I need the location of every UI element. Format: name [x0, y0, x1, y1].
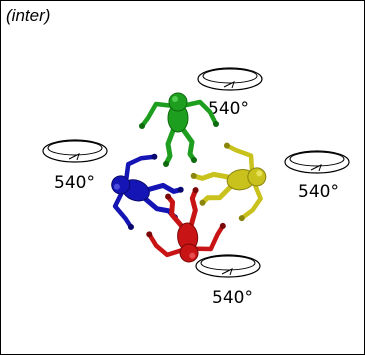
angle-label-top: 540° [208, 99, 249, 119]
rotation-icon-right [284, 150, 350, 174]
hand [127, 223, 134, 230]
right-leg [179, 125, 197, 163]
hand [219, 222, 226, 229]
hand [139, 123, 145, 129]
right-arm [239, 179, 263, 221]
left-arm [224, 143, 255, 176]
foot [191, 157, 197, 163]
rotation-icon-bottom [195, 254, 261, 278]
hand [146, 231, 153, 238]
head [168, 92, 188, 112]
angle-label-bottom: 540° [212, 288, 253, 308]
right-arm [123, 154, 157, 185]
head-highlight [256, 170, 263, 177]
figure-red [146, 187, 226, 263]
right-leg [144, 182, 184, 194]
foot [192, 187, 199, 194]
head-highlight [172, 96, 178, 102]
hand [213, 121, 219, 127]
figure-yellow [190, 142, 267, 222]
right-arm [147, 232, 187, 258]
head-highlight [189, 252, 196, 259]
left-arm [139, 101, 177, 129]
right-arm [179, 99, 219, 127]
angle-label-left: 540° [54, 173, 95, 193]
angle-label-right: 540° [298, 182, 339, 202]
left-leg [163, 125, 177, 167]
right-leg [165, 194, 186, 230]
left-leg [188, 187, 199, 230]
rotation-icon-left [42, 139, 108, 163]
foot [190, 172, 197, 179]
hand [151, 153, 158, 160]
head-highlight [113, 183, 120, 190]
figure-green [139, 92, 219, 167]
foot [163, 161, 169, 167]
hand [223, 142, 230, 149]
foot [199, 199, 206, 206]
foot [177, 186, 184, 193]
foot [165, 193, 172, 200]
panel-label: (inter) [6, 6, 51, 25]
right-leg [199, 182, 235, 206]
hand [238, 215, 245, 222]
left-leg [191, 171, 234, 181]
left-arm [112, 187, 134, 230]
left-arm [190, 223, 226, 252]
figure-blue [111, 153, 184, 230]
rotation-icon-top [197, 67, 263, 91]
